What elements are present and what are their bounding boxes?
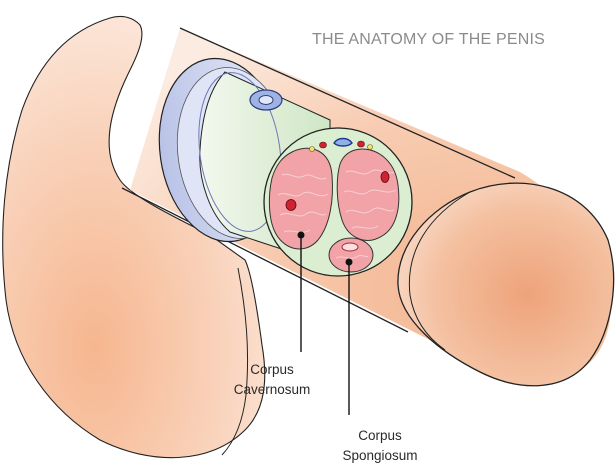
dorsal-nerve-right <box>368 145 373 150</box>
label-corpus-cavernosum-line1: Corpus <box>222 360 322 380</box>
leader-dot-cavernosum <box>298 232 305 239</box>
deep-dorsal-vein <box>334 139 352 147</box>
deep-artery-right <box>381 172 389 183</box>
urethra <box>342 243 358 251</box>
label-corpus-spongiosum-line2: Spongiosum <box>332 446 428 466</box>
corpus-cavernosum-right <box>337 149 399 240</box>
dorsal-artery-left <box>320 142 327 148</box>
dorsal-nerve-left <box>310 147 315 152</box>
dorsal-artery-right <box>358 141 365 147</box>
label-corpus-spongiosum-line1: Corpus <box>332 426 428 446</box>
dorsal-vein-lumen <box>259 96 273 105</box>
leader-dot-spongiosum <box>346 259 353 266</box>
diagram-title: THE ANATOMY OF THE PENIS <box>312 31 545 49</box>
label-corpus-spongiosum: Corpus Spongiosum <box>332 426 428 466</box>
label-corpus-cavernosum-line2: Cavernosum <box>222 380 322 400</box>
label-corpus-cavernosum: Corpus Cavernosum <box>222 360 322 400</box>
deep-artery-left <box>286 200 296 211</box>
